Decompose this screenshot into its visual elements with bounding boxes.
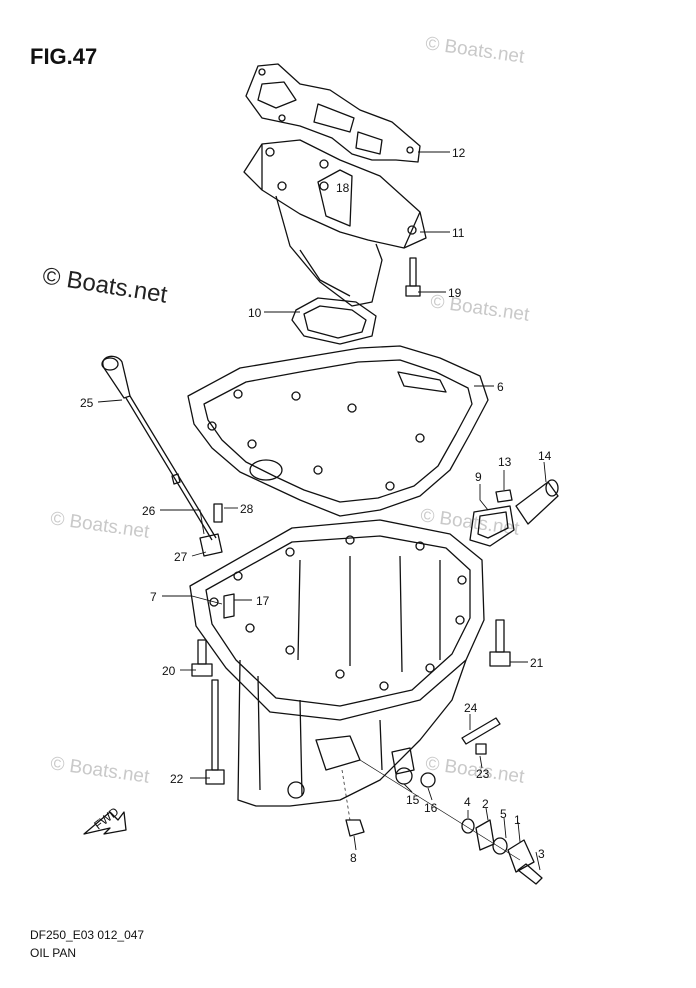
strainer-housing-11 bbox=[243, 139, 427, 307]
callout-11: 11 bbox=[452, 226, 465, 240]
callout-14: 14 bbox=[538, 449, 552, 463]
dipstick-25 bbox=[101, 355, 217, 541]
callout-25: 25 bbox=[80, 396, 94, 410]
dipstick-tube-27 bbox=[199, 533, 223, 557]
callout-23: 23 bbox=[476, 767, 490, 781]
washer-16 bbox=[420, 772, 436, 788]
callout-4: 4 bbox=[464, 795, 471, 809]
fwd-arrow-icon bbox=[83, 811, 127, 835]
gasket-6 bbox=[187, 345, 489, 517]
bolt-21 bbox=[489, 619, 511, 667]
callout-20: 20 bbox=[162, 664, 176, 678]
bolt-28 bbox=[213, 503, 223, 523]
bolt-13 bbox=[495, 489, 513, 503]
callout-5: 5 bbox=[500, 807, 507, 821]
fitting-8 bbox=[345, 819, 365, 837]
callout-26: 26 bbox=[142, 504, 156, 518]
plug-15 bbox=[395, 767, 413, 785]
callout-16: 16 bbox=[424, 801, 438, 815]
callout-9: 9 bbox=[475, 470, 482, 484]
callout-8: 8 bbox=[350, 851, 357, 865]
callout-1: 1 bbox=[514, 813, 521, 827]
callout-12: 12 bbox=[452, 146, 466, 160]
callout-19: 19 bbox=[448, 286, 462, 300]
drain-assembly bbox=[461, 818, 543, 885]
callout-7: 7 bbox=[150, 590, 157, 604]
callout-22: 22 bbox=[170, 772, 184, 786]
callout-6: 6 bbox=[497, 380, 504, 394]
footer-diagram-code: DF250_E03 012_047 bbox=[30, 928, 145, 942]
callout-10: 10 bbox=[248, 306, 262, 320]
gasket-10 bbox=[291, 297, 377, 345]
footer-diagram-name: OIL PAN bbox=[30, 946, 77, 960]
bracket-24 bbox=[461, 717, 501, 745]
callout-27: 27 bbox=[174, 550, 188, 564]
callout-15: 15 bbox=[406, 793, 420, 807]
sensor-cover-9 bbox=[469, 505, 515, 547]
oil-pan-7 bbox=[189, 519, 485, 807]
callout-28: 28 bbox=[240, 502, 254, 516]
screw-23 bbox=[475, 743, 487, 755]
callout-2: 2 bbox=[482, 797, 489, 811]
callout-24: 24 bbox=[464, 701, 478, 715]
figure-title: FIG.47 bbox=[30, 44, 98, 69]
bolt-22 bbox=[205, 679, 225, 785]
callout-21: 21 bbox=[530, 656, 544, 670]
callout-13: 13 bbox=[498, 455, 512, 469]
callout-17: 17 bbox=[256, 594, 270, 608]
sensor-14 bbox=[515, 479, 559, 525]
callout-18: 18 bbox=[336, 181, 350, 195]
gasket-12 bbox=[245, 63, 421, 163]
bolt-20 bbox=[191, 639, 213, 677]
bolt-19 bbox=[405, 257, 421, 297]
callout-3: 3 bbox=[538, 847, 545, 861]
